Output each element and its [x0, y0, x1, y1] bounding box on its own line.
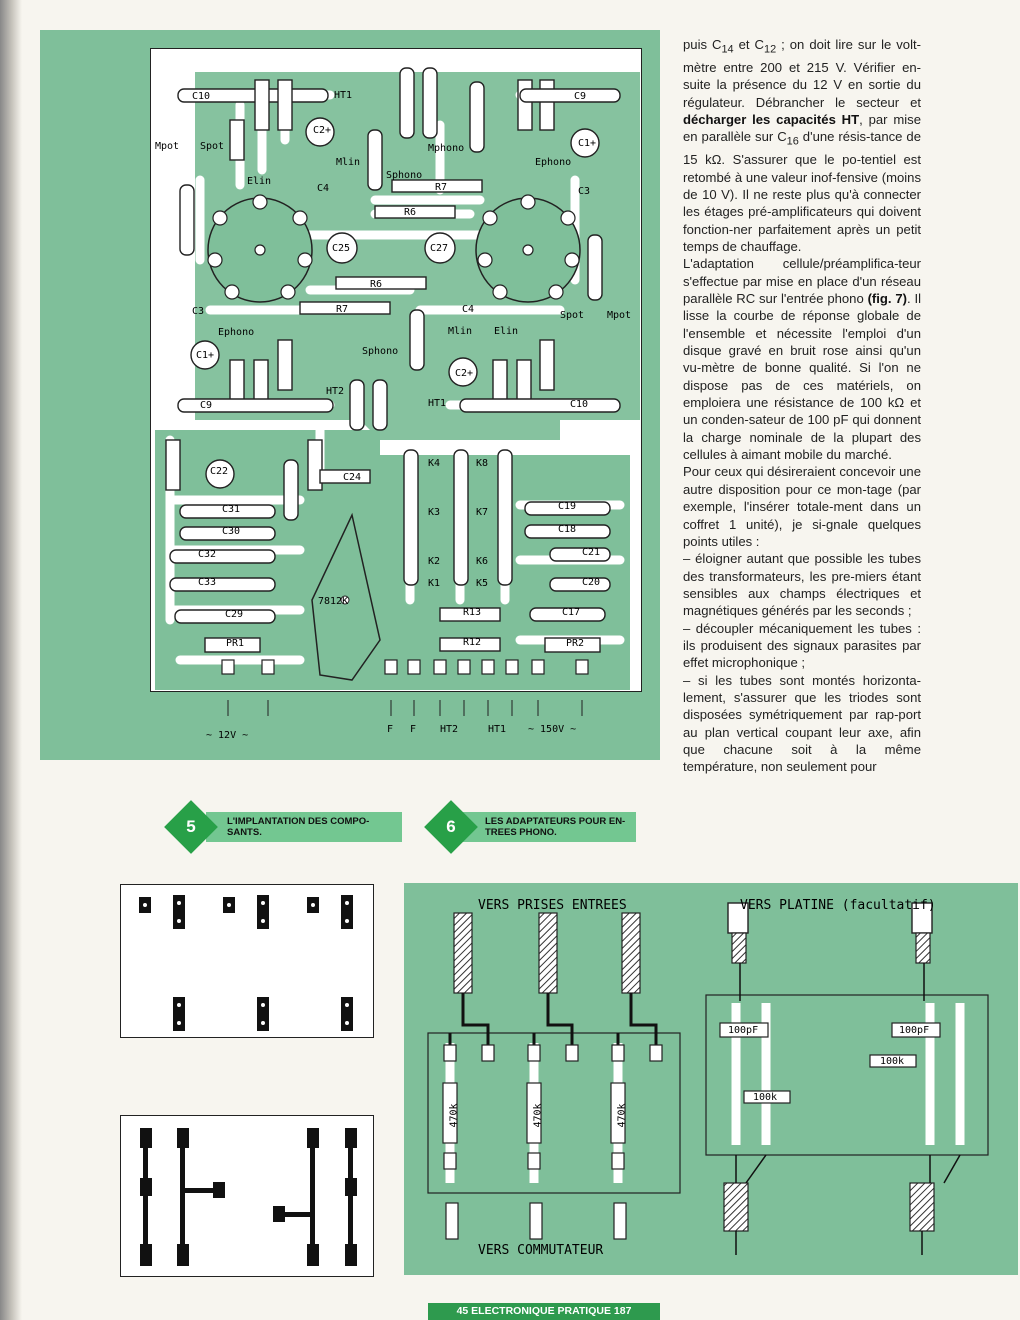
page-left-edge	[0, 0, 22, 1320]
caption-5-text: L'IMPLANTATION DES COMPO- SANTS.	[227, 816, 370, 838]
fig6-resistor-100k-1: 100k	[753, 1092, 778, 1103]
pcb-label-ephono-b: Ephono	[218, 327, 255, 338]
caption-5-number: 5	[186, 817, 196, 836]
pcb-label-pr2: PR2	[566, 638, 585, 649]
caption-6-text: LES ADAPTATEURS POUR EN- TREES PHONO.	[485, 816, 626, 838]
fig6-resistor-470k-1: 470k	[448, 1103, 460, 1128]
pcb-label-c25: C25	[332, 243, 351, 254]
pcb-output-ht1: HT1	[488, 724, 507, 735]
pcb-label-c10: C10	[192, 91, 211, 102]
pcb-label-c1: C1+	[578, 138, 597, 149]
pcb-label-c3b: C3	[192, 306, 205, 317]
paragraph-2: L'adaptation cellule/préamplifica-teur s…	[683, 256, 922, 463]
pcb-label-mpot-b: Mpot	[607, 310, 632, 321]
pcb-label-ht1b: HT1	[428, 398, 447, 409]
pcb-label-c2: C2+	[313, 125, 332, 136]
pcb-label-k8: K8	[476, 458, 489, 469]
pcb-label-k3: K3	[428, 507, 441, 518]
small-board-bottom	[120, 1115, 374, 1277]
pcb-output-f1: F	[387, 724, 394, 735]
paragraph-6: – si les tubes sont montés horizonta-lem…	[683, 672, 921, 775]
pcb-label-c18: C18	[558, 524, 577, 535]
caption-6-number: 6	[446, 817, 456, 836]
pcb-label-c17: C17	[562, 607, 581, 618]
pcb-label-ht1: HT1	[334, 90, 353, 101]
pcb-label-r6: R6	[404, 207, 417, 218]
pcb-label-r13: R13	[463, 607, 482, 618]
pcb-label-c4: C4	[317, 183, 330, 194]
pcb-label-mphono: Mphono	[428, 143, 465, 154]
pcb-label-c1b: C1+	[196, 350, 215, 361]
paragraph-1: puis C14 et C12 ; on doit lire sur le vo…	[683, 37, 922, 254]
pcb-label-r7b: R7	[336, 304, 349, 315]
pcb-label-pr1: PR1	[226, 638, 245, 649]
pcb-label-c29: C29	[225, 609, 244, 620]
phono-adapter-figure-panel	[404, 883, 1018, 1275]
pcb-label-c31: C31	[222, 504, 241, 515]
pcb-label-c20: C20	[582, 577, 601, 588]
page-footer: 45 ELECTRONIQUE PRATIQUE 187	[428, 1303, 660, 1320]
pcb-output-f2: F	[410, 724, 417, 735]
pcb-label-ht2: HT2	[326, 386, 345, 397]
fig6-cap-100pf-1: 100pF	[728, 1025, 759, 1036]
pcb-label-ephono: Ephono	[535, 157, 572, 168]
caption-5-bar	[206, 812, 402, 842]
small-board-top-drawing	[139, 895, 353, 1031]
pcb-label-7812k: 7812K	[318, 596, 349, 607]
fig6-label-vers-prises: VERS PRISES ENTREES	[478, 898, 627, 913]
pcb-label-elin-b: Elin	[494, 326, 519, 337]
paragraph-5: – découpler mécaniquement les tubes : il…	[683, 620, 921, 671]
pcb-label-r6b: R6	[370, 279, 383, 290]
pcb-label-spot-b: Spot	[560, 310, 585, 321]
pcb-label-c22: C22	[210, 466, 229, 477]
pcb-label-sphono: Sphono	[386, 170, 423, 181]
small-board-bottom-drawing	[140, 1128, 357, 1266]
pcb-label-c30: C30	[222, 526, 241, 537]
pcb-label-c4b: C4	[462, 304, 475, 315]
fig6-cap-100pf-2: 100pF	[899, 1025, 930, 1036]
pcb-output-150v: ~ 150V ~	[528, 724, 577, 735]
pcb-label-c19: C19	[558, 501, 577, 512]
pcb-label-c10b: C10	[570, 399, 589, 410]
pcb-label-c9: C9	[574, 91, 587, 102]
paragraph-4: – éloigner autant que possible les tubes…	[683, 551, 921, 619]
fig6-resistor-470k-2: 470k	[532, 1103, 544, 1128]
pcb-label-c21: C21	[582, 547, 601, 558]
pcb-label-k7: K7	[476, 507, 489, 518]
pcb-label-spot: Spot	[200, 141, 225, 152]
pcb-label-c2b: C2+	[455, 368, 474, 379]
pcb-label-k1: K1	[428, 578, 441, 589]
pcb-label-c24: C24	[343, 472, 362, 483]
pcb-label-mpot: Mpot	[155, 141, 180, 152]
fig6-resistor-470k-3: 470k	[616, 1103, 628, 1128]
phono-adapter-drawing	[427, 902, 989, 1255]
pcb-label-k4: K4	[428, 458, 441, 469]
pcb-label-c32: C32	[198, 549, 217, 560]
article-text-column: puis C14 et C12 ; on doit lire sur le vo…	[683, 36, 921, 776]
fig6-label-vers-commutateur: VERS COMMUTATEUR	[478, 1243, 604, 1258]
pcb-label-k2: K2	[428, 556, 441, 567]
pcb-label-elin: Elin	[247, 176, 272, 187]
pcb-figure-panel	[40, 30, 660, 760]
pcb-label-k5: K5	[476, 578, 489, 589]
pcb-label-c27: C27	[430, 243, 449, 254]
fig6-resistor-100k-2: 100k	[880, 1056, 905, 1067]
pcb-label-k6: K6	[476, 556, 489, 567]
pcb-label-c33: C33	[198, 577, 217, 588]
pcb-layout-drawing	[155, 67, 640, 716]
pcb-label-c9b: C9	[200, 400, 213, 411]
pcb-label-r12: R12	[463, 637, 482, 648]
pcb-label-sphono-b: Sphono	[362, 346, 399, 357]
pcb-label-mlin-b: Mlin	[448, 326, 473, 337]
caption-6-bar	[462, 812, 636, 842]
small-board-top	[120, 884, 374, 1038]
pcb-output-12v: ~ 12V ~	[206, 730, 249, 741]
pcb-label-c3: C3	[578, 186, 591, 197]
pcb-label-r7: R7	[435, 182, 448, 193]
pcb-output-ht2: HT2	[440, 724, 459, 735]
fig6-label-vers-platine: VERS PLATINE (facultatif)	[740, 898, 936, 913]
paragraph-3: Pour ceux qui désireraient concevoir une…	[683, 464, 921, 549]
pcb-label-mlin: Mlin	[336, 157, 361, 168]
